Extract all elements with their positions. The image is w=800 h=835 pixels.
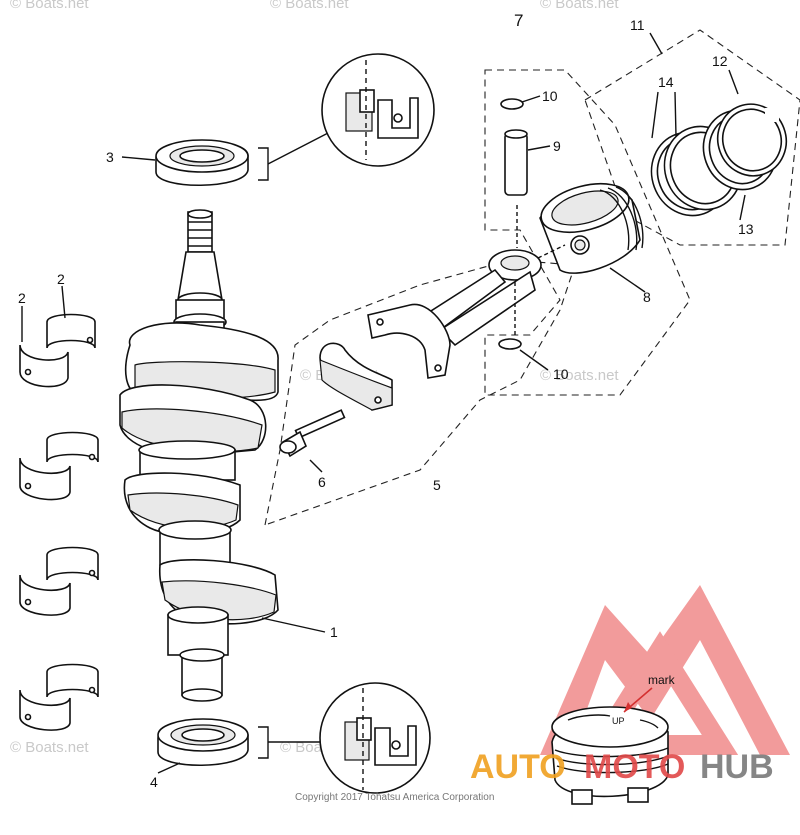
mark-label: mark — [648, 673, 676, 687]
callout-label: 7 — [514, 11, 523, 30]
watermark-text: © Boats.net — [10, 0, 89, 12]
callout-label: 2 — [18, 290, 26, 306]
bracket — [258, 147, 269, 181]
centerline — [537, 244, 566, 259]
bracket — [258, 726, 269, 759]
bearing-shell-3 — [19, 546, 99, 616]
brand-wordmark: AUTO MOTO HUB — [470, 748, 774, 786]
callout-label: 3 — [106, 149, 114, 165]
oil-seal-bottom — [157, 718, 249, 767]
callout-label: 6 — [318, 474, 326, 490]
leader-line — [728, 69, 739, 95]
leader-line — [261, 617, 326, 633]
group-7-outline — [484, 69, 691, 396]
callout-label: 4 — [150, 774, 158, 790]
callout-label: 14 — [658, 74, 674, 90]
piston-pin-clip — [500, 98, 524, 110]
crankshaft — [119, 209, 279, 702]
leader-line — [527, 145, 551, 151]
callout-label: 5 — [433, 477, 441, 493]
up-mark-text: UP — [612, 716, 625, 726]
brand-auto: AUTO — [470, 748, 566, 786]
bearing-shells — [19, 313, 99, 731]
oil-seal-top — [155, 139, 249, 187]
watermark-text: © Boats.net — [10, 739, 89, 756]
callout-label: 13 — [738, 221, 754, 237]
bearing-shell-2 — [19, 431, 99, 501]
leader-line — [649, 32, 663, 55]
leader-line — [61, 285, 66, 319]
piston-pin — [504, 129, 528, 196]
watermark-text: © Boats.net — [540, 367, 619, 384]
leader-line — [309, 459, 323, 473]
group-5-outline — [264, 259, 576, 526]
callout-label: 2 — [57, 271, 65, 287]
callout-label: 9 — [553, 138, 561, 154]
leader-line — [609, 267, 646, 293]
brand-hub: HUB — [700, 748, 774, 786]
brand-moto: MOTO — [584, 748, 685, 786]
piston-up-mark-inset: UP mark — [551, 673, 676, 805]
leader-line — [267, 131, 331, 165]
leader-line — [519, 349, 549, 371]
callout-label: 8 — [643, 289, 651, 305]
watermark-text: © Boats.net — [540, 0, 619, 12]
watermarks: © Boats.net © Boats.net © Boats.net © Bo… — [10, 0, 619, 756]
leader-line — [651, 91, 677, 139]
callout-label: 10 — [542, 88, 558, 104]
callout-label: 1 — [330, 624, 338, 640]
connecting-rod — [279, 249, 542, 458]
seal-detail-bottom — [319, 682, 431, 794]
bearing-shell-4 — [19, 663, 99, 731]
watermark-text: © Boats.net — [270, 0, 349, 12]
callout-label: 10 — [553, 366, 569, 382]
piston-rings — [650, 103, 788, 217]
piston-pin-clip — [498, 338, 522, 350]
leader-line — [157, 762, 181, 774]
leader-line — [121, 156, 156, 161]
leader-line — [739, 194, 746, 221]
bearing-shell-1 — [19, 313, 96, 388]
piston — [539, 182, 644, 274]
leader-line — [521, 95, 541, 103]
copyright-text: Copyright 2017 Tohatsu America Corporati… — [295, 792, 494, 803]
seal-detail-top — [321, 53, 435, 167]
callout-label: 11 — [630, 17, 645, 33]
callout-labels: 1 2 2 3 4 5 6 7 8 9 10 10 11 12 13 14 — [18, 11, 754, 790]
callout-label: 12 — [712, 53, 728, 69]
